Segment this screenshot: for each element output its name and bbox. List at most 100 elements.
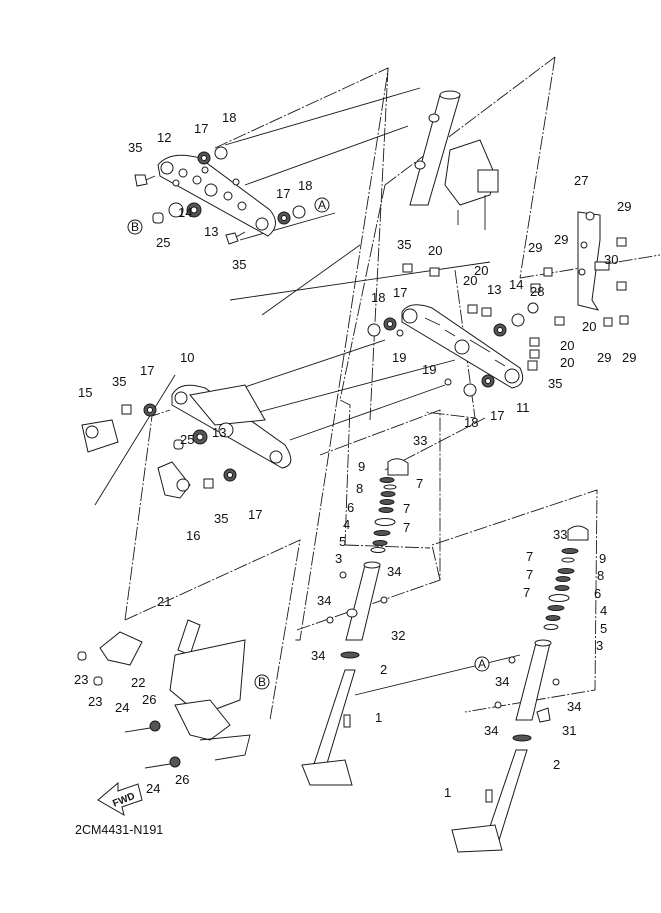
upper-link-plate[interactable] (157, 154, 276, 237)
callout-26: 26 (175, 772, 189, 787)
callout-23: 23 (88, 694, 102, 709)
callout-2: 2 (553, 757, 560, 772)
callout-25: 25 (180, 432, 194, 447)
callout-24: 24 (115, 700, 129, 715)
callout-13: 13 (487, 282, 501, 297)
callout-20: 20 (428, 243, 442, 258)
fwd-arrow: FWD (97, 781, 143, 817)
callout-32: 32 (391, 628, 405, 643)
callout-1: 1 (444, 785, 451, 800)
callout-35: 35 (214, 511, 228, 526)
callout-20: 20 (474, 263, 488, 278)
right-fork-assembly[interactable] (451, 525, 589, 853)
callout-16: 16 (186, 528, 200, 543)
callout-8: 8 (356, 481, 363, 496)
callout-12: 12 (157, 130, 171, 145)
callout-7: 7 (526, 549, 533, 564)
diagram-code: 2CM4431-N191 (75, 823, 163, 837)
callout-29: 29 (528, 240, 542, 255)
callout-1: 1 (375, 710, 382, 725)
callout-3: 3 (596, 638, 603, 653)
right-bracket (527, 211, 629, 327)
callout-15: 15 (78, 385, 92, 400)
callout-14: 14 (178, 205, 192, 220)
callout-9: 9 (358, 459, 365, 474)
callout-20: 20 (582, 319, 596, 334)
callout-10: 10 (180, 350, 194, 365)
callout-6: 6 (347, 500, 354, 515)
callout-7: 7 (416, 476, 423, 491)
callout-4: 4 (343, 517, 350, 532)
callout-13: 13 (212, 425, 226, 440)
callout-27: 27 (574, 173, 588, 188)
callout-24: 24 (146, 781, 160, 796)
callout-34: 34 (311, 648, 325, 663)
callout-7: 7 (526, 567, 533, 582)
callout-6: 6 (594, 586, 601, 601)
callout-23: 23 (74, 672, 88, 687)
callout-7: 7 (523, 585, 530, 600)
callout-35: 35 (397, 237, 411, 252)
ref-marker-b: B (258, 675, 266, 689)
callout-35: 35 (112, 374, 126, 389)
middle-link-plate[interactable] (401, 304, 524, 389)
ref-marker-b: B (131, 220, 139, 234)
callout-17: 17 (490, 408, 504, 423)
callout-18: 18 (222, 110, 236, 125)
callout-34: 34 (567, 699, 581, 714)
callout-2: 2 (380, 662, 387, 677)
callout-18: 18 (298, 178, 312, 193)
callout-4: 4 (600, 603, 607, 618)
callout-21: 21 (157, 594, 171, 609)
callout-14: 14 (509, 277, 523, 292)
callout-5: 5 (339, 534, 346, 549)
callout-9: 9 (599, 551, 606, 566)
lower-frame-bracket (77, 619, 251, 769)
callout-29: 29 (554, 232, 568, 247)
callout-8: 8 (597, 568, 604, 583)
callout-29: 29 (617, 199, 631, 214)
lower-link-plate[interactable] (171, 384, 292, 469)
callout-17: 17 (248, 507, 262, 522)
upper-link-hardware (134, 146, 306, 245)
callout-17: 17 (140, 363, 154, 378)
callout-25: 25 (156, 235, 170, 250)
ref-marker-a: A (478, 657, 486, 671)
callout-17: 17 (393, 285, 407, 300)
callout-7: 7 (403, 501, 410, 516)
callout-34: 34 (484, 723, 498, 738)
callout-29: 29 (597, 350, 611, 365)
callout-18: 18 (464, 415, 478, 430)
callout-20: 20 (463, 273, 477, 288)
callout-17: 17 (276, 186, 290, 201)
lower-link-hardware (81, 403, 237, 499)
frame-head-pipe (409, 90, 499, 230)
callout-13: 13 (204, 224, 218, 239)
middle-link-hardware (367, 263, 565, 397)
callout-33: 33 (553, 527, 567, 542)
callout-7: 7 (403, 520, 410, 535)
callout-17: 17 (194, 121, 208, 136)
callout-22: 22 (131, 675, 145, 690)
callout-28: 28 (530, 284, 544, 299)
callout-29: 29 (622, 350, 636, 365)
callout-20: 20 (560, 338, 574, 353)
ref-marker-a: A (318, 198, 326, 212)
callout-35: 35 (128, 140, 142, 155)
callout-30: 30 (604, 252, 618, 267)
callout-19: 19 (422, 362, 436, 377)
callout-35: 35 (232, 257, 246, 272)
reference-markers: A B B A (127, 197, 490, 690)
callout-35: 35 (548, 376, 562, 391)
callout-18: 18 (371, 290, 385, 305)
callout-3: 3 (335, 551, 342, 566)
callout-34: 34 (317, 593, 331, 608)
left-fork-assembly[interactable] (301, 458, 409, 786)
callout-31: 31 (562, 723, 576, 738)
callout-34: 34 (495, 674, 509, 689)
callout-34: 34 (387, 564, 401, 579)
callout-5: 5 (600, 621, 607, 636)
callout-20: 20 (560, 355, 574, 370)
